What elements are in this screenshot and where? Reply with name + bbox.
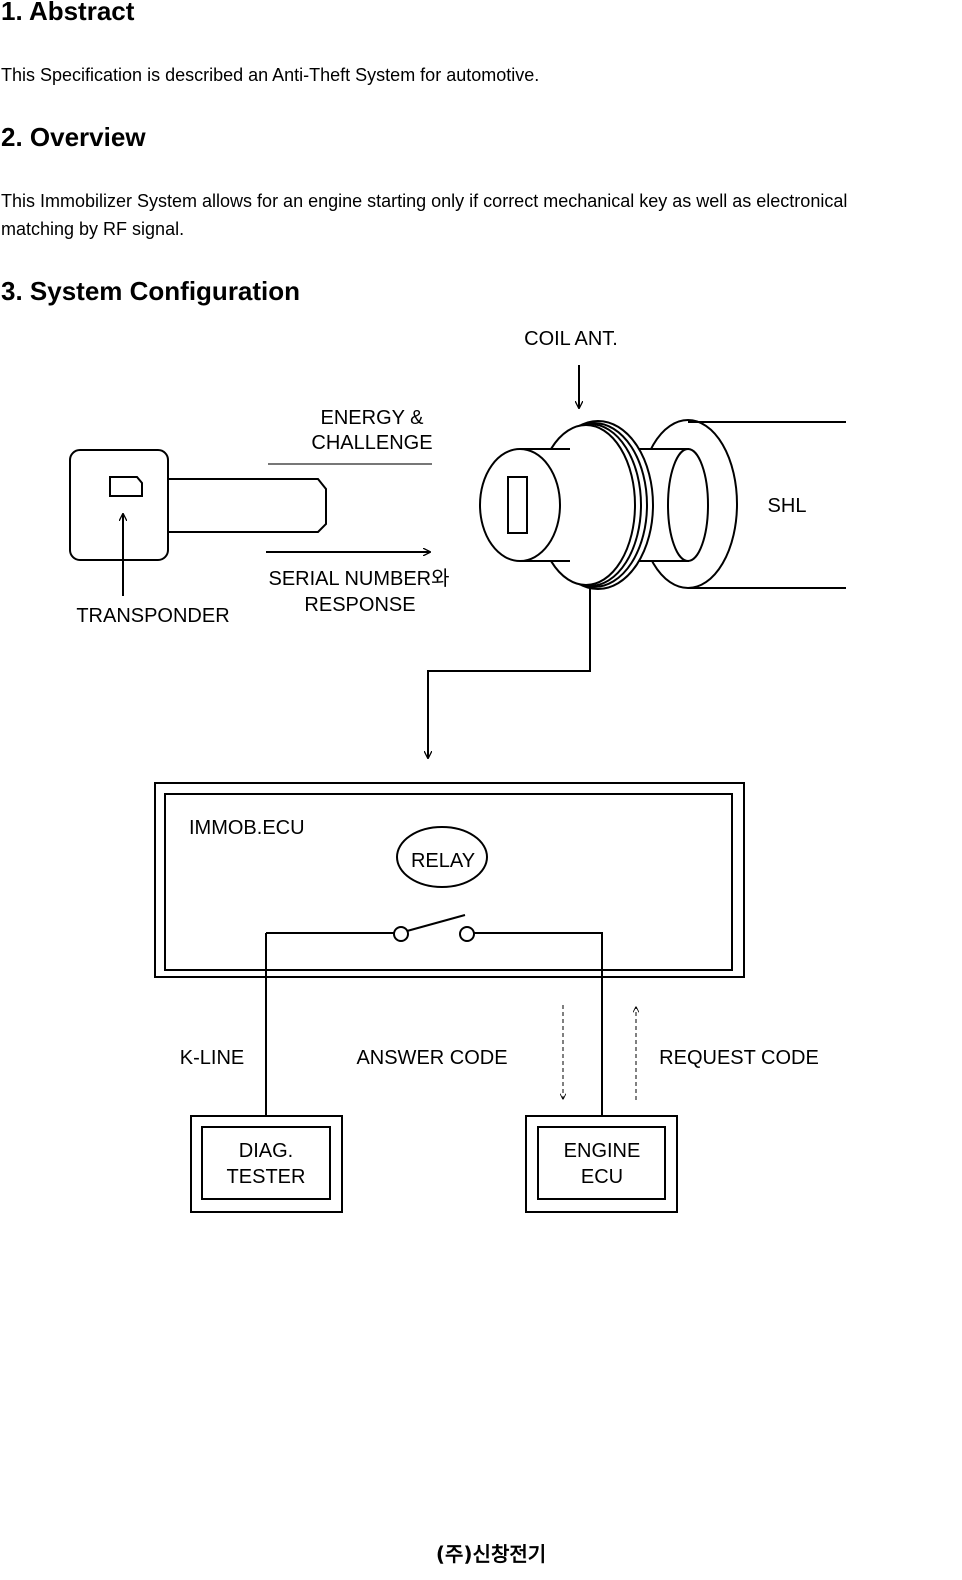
request-code-label: REQUEST CODE: [659, 1047, 819, 1069]
relay-label: RELAY: [411, 850, 475, 872]
heading-system-configuration: 3. System Configuration: [1, 276, 301, 306]
diag-tester-inner-box: [201, 1126, 331, 1200]
energy-label: ENERGY &: [321, 407, 425, 429]
immob-ecu-outer-box: [154, 782, 745, 978]
answer-code-label: ANSWER CODE: [356, 1047, 507, 1069]
engine-ecu-inner-box: [537, 1126, 666, 1200]
diag-tester-outer-box: [190, 1115, 343, 1213]
coil-ant-label: COIL ANT.: [524, 328, 618, 350]
immob-ecu-label: IMMOB.ECU: [189, 817, 305, 839]
ecu-label: ECU: [581, 1166, 623, 1188]
system-configuration-diagram: TRANSPONDER ENERGY & CHALLENGE SERIAL NU…: [69, 328, 846, 1213]
diag-label: DIAG.: [239, 1140, 293, 1162]
heading-overview: 2. Overview: [1, 122, 146, 152]
shl-label: SHL: [768, 495, 807, 517]
coil-to-ecu-wire: [428, 588, 591, 758]
abstract-text: This Specification is described an Anti-…: [1, 65, 540, 85]
ignition-cylinder: [479, 419, 846, 590]
overview-text: This Immobilizer System allows for an en…: [1, 187, 959, 243]
transponder-label: TRANSPONDER: [76, 605, 229, 627]
relay-switch: [265, 914, 603, 1116]
transponder-chip-icon: [109, 476, 143, 497]
k-line-label: K-LINE: [180, 1047, 244, 1069]
overview-line-1: This Immobilizer System allows for an en…: [1, 191, 848, 211]
heading-abstract: 1. Abstract: [1, 0, 135, 26]
relay-coil: [396, 826, 488, 888]
key-shape: [69, 449, 327, 561]
challenge-label: CHALLENGE: [311, 432, 432, 454]
engine-label: ENGINE: [564, 1140, 641, 1162]
tester-label: TESTER: [227, 1166, 306, 1188]
response-label: RESPONSE: [304, 594, 415, 616]
company-footer: (주)신창전기: [435, 1542, 547, 1566]
immob-ecu-inner-box: [164, 793, 733, 971]
engine-ecu-outer-box: [525, 1115, 678, 1213]
serial-number-label: SERIAL NUMBER와: [268, 567, 449, 590]
overview-line-2: matching by RF signal.: [1, 219, 185, 239]
